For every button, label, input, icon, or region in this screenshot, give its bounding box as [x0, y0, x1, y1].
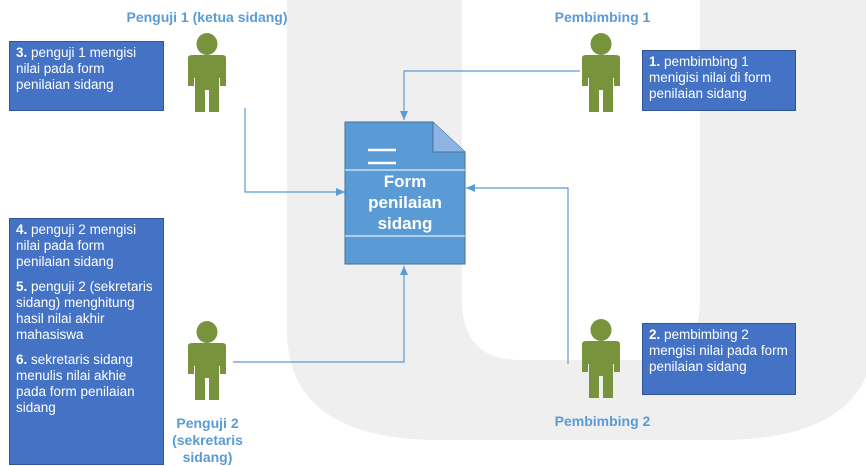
- arrow-penguji1-to-form: [244, 108, 345, 196]
- note-penguji2: 4. penguji 2 mengisi nilai pada form pen…: [9, 218, 164, 465]
- note-step: 1. pembimbing 1 menigisi nilai di form p…: [649, 54, 789, 102]
- arrow-pembimbing1-to-form: [400, 70, 580, 120]
- step-text: penguji 2 (sekretaris sidang) menghitung…: [16, 279, 153, 342]
- step-number: 1.: [649, 54, 661, 69]
- step-text: penguji 1 mengisi nilai pada form penila…: [16, 45, 137, 92]
- form-title-line: penilaian: [368, 193, 442, 212]
- arrow-penguji2-to-form: [233, 266, 408, 363]
- label-penguji2-line: (sekretaris: [172, 432, 243, 448]
- step-number: 6.: [16, 352, 28, 367]
- form-title-line: sidang: [377, 214, 433, 233]
- step-number: 2.: [649, 327, 661, 342]
- label-pembimbing2: Pembimbing 2: [554, 413, 651, 429]
- note-step: 4. penguji 2 mengisi nilai pada form pen…: [16, 222, 157, 270]
- note-pembimbing1: 1. pembimbing 1 menigisi nilai di form p…: [642, 50, 796, 111]
- note-penguji1: 3. penguji 1 mengisi nilai pada form pen…: [9, 41, 164, 111]
- form-title: Form penilaian sidang: [345, 171, 465, 234]
- note-step: 5. penguji 2 (sekretaris sidang) menghit…: [16, 279, 157, 343]
- form-title-line: Form: [383, 172, 427, 191]
- step-text: penguji 2 mengisi nilai pada form penila…: [16, 222, 137, 269]
- note-step: 6. sekretaris sidang menulis nilai akhie…: [16, 352, 157, 416]
- person-icon-pembimbing1: [582, 33, 620, 112]
- person-icon-pembimbing2: [582, 319, 620, 398]
- step-text: pembimbing 2 mengisi nilai pada form pen…: [649, 327, 788, 374]
- connector-lines: [233, 70, 580, 364]
- note-step: 3. penguji 1 mengisi nilai pada form pen…: [16, 45, 157, 93]
- label-penguji2: Penguji 2 (sekretaris sidang): [160, 415, 255, 466]
- label-pembimbing1: Pembimbing 1: [554, 9, 651, 25]
- person-icon-penguji2: [188, 321, 226, 400]
- label-penguji2-line: Penguji 2: [176, 415, 239, 431]
- label-penguji1: Penguji 1 (ketua sidang): [126, 9, 288, 25]
- note-step: 2. pembimbing 2 mengisi nilai pada form …: [649, 327, 789, 375]
- step-text: pembimbing 1 menigisi nilai di form peni…: [649, 54, 772, 101]
- step-text: sekretaris sidang menulis nilai akhie pa…: [16, 352, 135, 415]
- arrow-pembimbing2-to-form: [466, 184, 569, 364]
- step-number: 5.: [16, 279, 28, 294]
- note-pembimbing2: 2. pembimbing 2 mengisi nilai pada form …: [642, 323, 796, 395]
- step-number: 3.: [16, 45, 28, 60]
- step-number: 4.: [16, 222, 28, 237]
- form-document: [344, 121, 466, 265]
- person-icon-penguji1: [188, 33, 226, 112]
- label-penguji2-line: sidang): [182, 449, 233, 465]
